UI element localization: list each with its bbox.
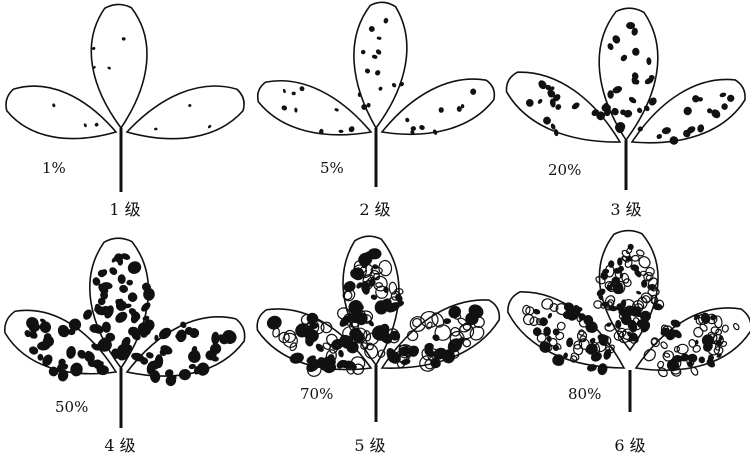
lesion-spot [641, 280, 647, 288]
leaf-drawing [508, 231, 750, 412]
lesion-spot [651, 338, 658, 345]
lesion-spot [690, 366, 699, 376]
severity-percent: 80% [568, 386, 601, 402]
lesion-spot [617, 258, 622, 266]
severity-level-label: 6 级 [614, 437, 645, 455]
